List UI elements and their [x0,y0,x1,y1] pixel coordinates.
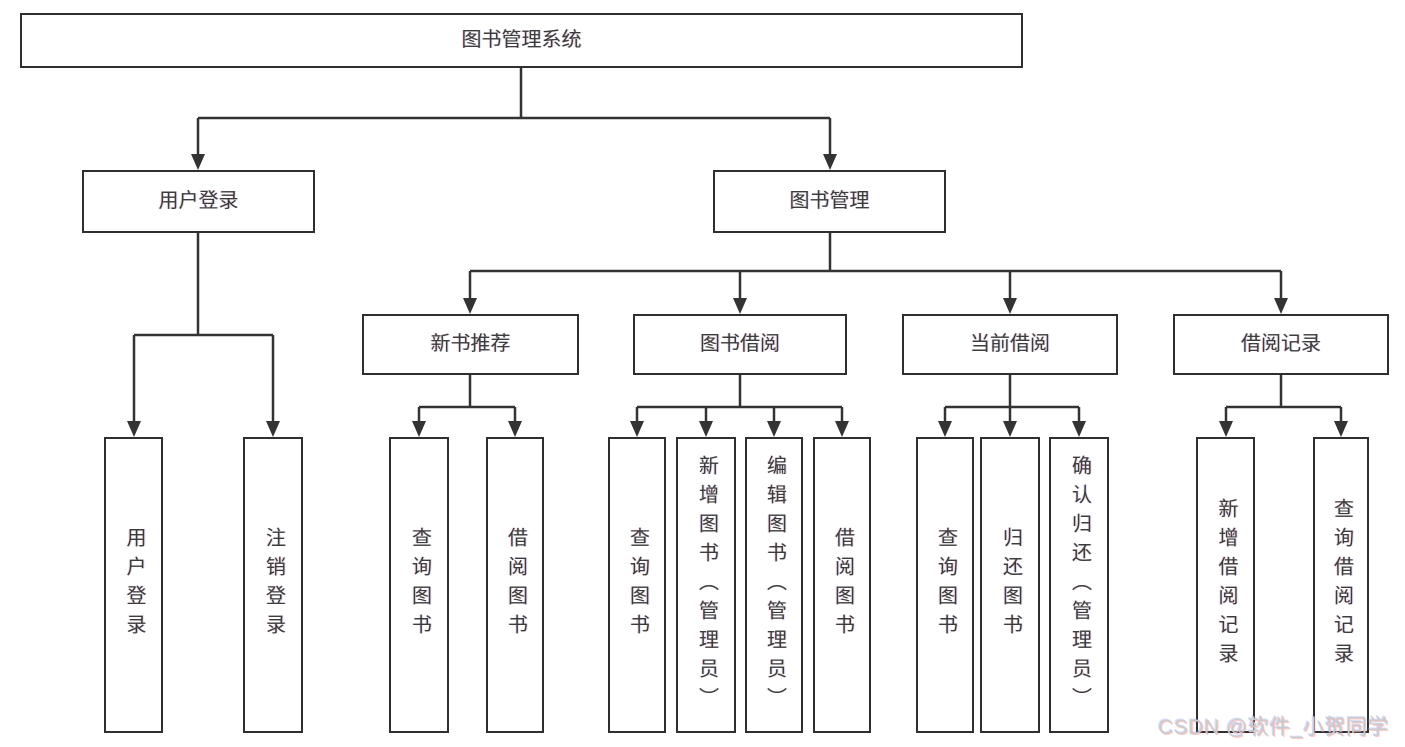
csdn-watermark: CSDN @软件_小贺同学 [1158,716,1389,739]
leaf-add-borrow-record-label: 新增借阅记录 [1215,498,1237,672]
node-current-borrow: 当前借阅 [902,314,1118,375]
leaf-recommend-query-book: 查询图书 [389,437,449,733]
leaf-user-login-label: 用户登录 [123,527,145,643]
node-borrow-records: 借阅记录 [1173,314,1389,375]
node-book-management: 图书管理 [713,170,946,233]
leaf-confirm-return-admin: 确认归还（管理员） [1049,437,1109,733]
leaf-current-query-book: 查询图书 [916,437,974,733]
node-library-system-label: 图书管理系统 [461,29,582,51]
leaf-recommend-borrow-book: 借阅图书 [486,437,544,733]
connector-current-borrow-children [943,375,1081,421]
leaf-user-login: 用户登录 [104,437,163,733]
node-user-login-label: 用户登录 [158,190,239,212]
leaf-recommend-borrow-book-label: 借阅图书 [504,527,527,643]
node-book-borrow: 图书借阅 [633,314,847,375]
leaf-logout: 注销登录 [243,437,303,733]
connector-user-login-children [132,233,275,421]
node-book-management-label: 图书管理 [789,190,870,212]
leaf-add-book-admin-label: 新增图书（管理员） [695,454,718,716]
leaf-add-book-admin: 新增图书（管理员） [676,437,736,733]
leaf-borrow-book: 借阅图书 [813,437,871,733]
leaf-return-book: 归还图书 [980,437,1040,733]
node-new-book-recommend: 新书推荐 [362,314,579,375]
leaf-confirm-return-admin-label: 确认归还（管理员） [1068,454,1091,716]
node-book-borrow-label: 图书借阅 [700,333,780,355]
node-borrow-records-label: 借阅记录 [1241,333,1321,355]
node-new-book-recommend-label: 新书推荐 [430,333,511,355]
leaf-borrow-book-label: 借阅图书 [831,527,854,643]
connector-new-book-children [417,375,517,421]
connector-book-borrow-children [635,375,844,421]
node-user-login: 用户登录 [82,170,315,233]
leaf-recommend-query-book-label: 查询图书 [408,527,431,643]
leaf-return-book-label: 归还图书 [999,527,1022,643]
leaf-logout-label: 注销登录 [262,527,285,643]
node-library-system: 图书管理系统 [20,13,1023,68]
connector-root-to-level1 [196,68,832,154]
leaf-query-borrow-record-label: 查询借阅记录 [1330,498,1353,672]
connector-borrow-record-children [1224,375,1343,421]
node-current-borrow-label: 当前借阅 [970,333,1050,355]
leaf-borrow-query-book: 查询图书 [608,437,666,733]
leaf-query-borrow-record: 查询借阅记录 [1313,437,1369,733]
leaf-edit-book-admin: 编辑图书（管理员） [745,437,803,733]
leaf-edit-book-admin-label: 编辑图书（管理员） [763,454,786,716]
leaf-borrow-query-book-label: 查询图书 [626,527,649,643]
connector-book-management-children [468,233,1283,298]
leaf-current-query-book-label: 查询图书 [934,527,957,643]
leaf-add-borrow-record: 新增借阅记录 [1196,437,1255,733]
